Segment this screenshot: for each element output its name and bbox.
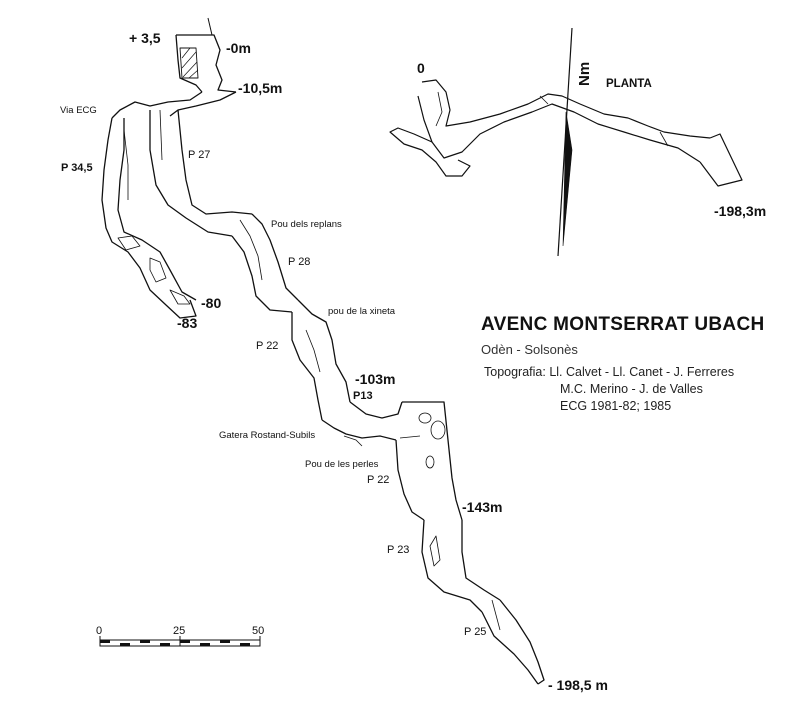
depth-83: -83 bbox=[177, 315, 198, 331]
pitch-p23: P 23 bbox=[387, 544, 410, 556]
pitch-p28: P 28 bbox=[288, 256, 311, 268]
plan-end-198-3m: -198,3m bbox=[714, 203, 767, 219]
pitch-p25: P 25 bbox=[464, 626, 487, 638]
p25-shaft-left bbox=[481, 611, 539, 685]
p25-shaft-right bbox=[499, 599, 545, 685]
north-label: Nm bbox=[576, 61, 593, 86]
plan-passage-upper bbox=[421, 79, 711, 139]
plan-start-0: 0 bbox=[417, 60, 425, 76]
survey-credit-line3: ECG 1981-82; 1985 bbox=[560, 399, 672, 413]
depth-103m: -103m bbox=[355, 371, 396, 387]
survey-credit-line1: Topografia: Ll. Calvet - Ll. Canet - J. … bbox=[484, 365, 735, 379]
surface-line bbox=[207, 17, 213, 36]
replans-steps bbox=[231, 235, 293, 313]
scale-tick-50: 50 bbox=[252, 625, 265, 637]
elevation-section bbox=[101, 17, 545, 685]
survey-credit-line2: M.C. Merino - J. de Valles bbox=[560, 382, 703, 396]
depth-plus-3-5: + 3,5 bbox=[129, 30, 161, 46]
left-branch-inner bbox=[117, 118, 197, 301]
pitch-p13: P13 bbox=[353, 390, 373, 402]
name-pou-de-les-perles: Pou de les perles bbox=[305, 459, 379, 470]
plan-view bbox=[389, 79, 743, 187]
plan-end-chamber bbox=[699, 133, 743, 187]
survey-title: AVENC MONTSERRAT UBACH bbox=[481, 314, 765, 335]
perles-chamber bbox=[402, 401, 463, 521]
scale-bar bbox=[99, 636, 261, 647]
entrance-shaft bbox=[176, 34, 237, 93]
depth-80: -80 bbox=[201, 295, 222, 311]
pitch-p34-5: P 34,5 bbox=[61, 162, 93, 174]
scale-tick-0: 0 bbox=[96, 625, 103, 637]
survey-location: Odèn - Solsonès bbox=[481, 342, 578, 357]
p27-shaft-right bbox=[177, 109, 253, 215]
gatera-gallery bbox=[321, 419, 397, 441]
xineta-left bbox=[291, 312, 323, 421]
p27-shaft-left bbox=[149, 110, 233, 237]
depth-198-5m: - 198,5 m bbox=[548, 677, 608, 693]
xineta-right bbox=[297, 299, 351, 403]
name-pou-de-la-xineta: pou de la xineta bbox=[328, 306, 396, 317]
p23-shaft-left bbox=[421, 519, 483, 613]
name-gatera-rostand-subils: Gatera Rostand-Subils bbox=[219, 430, 316, 441]
entrance-hatch bbox=[179, 47, 199, 79]
pitch-p27: P 27 bbox=[188, 149, 211, 161]
entrance-shaft-left bbox=[175, 34, 203, 93]
name-via-ecg: Via ECG bbox=[60, 105, 97, 116]
depth-0m: -0m bbox=[226, 40, 251, 56]
plan-passage-lower bbox=[417, 95, 701, 163]
depth-143m: -143m bbox=[462, 499, 503, 515]
north-arrow bbox=[557, 27, 573, 257]
plan-label-planta: PLANTA bbox=[606, 78, 652, 90]
depth-10-5m: -10,5m bbox=[238, 80, 283, 96]
scale-tick-25: 25 bbox=[173, 625, 186, 637]
pitch-p22-upper: P 22 bbox=[256, 340, 279, 352]
name-pou-dels-replans: Pou dels replans bbox=[271, 219, 342, 230]
upper-gallery bbox=[111, 91, 203, 119]
pitch-p22-lower: P 22 bbox=[367, 474, 390, 486]
plan-left-branch bbox=[389, 127, 471, 177]
left-branch-outer bbox=[101, 117, 197, 319]
p23-shaft-right bbox=[461, 520, 501, 601]
